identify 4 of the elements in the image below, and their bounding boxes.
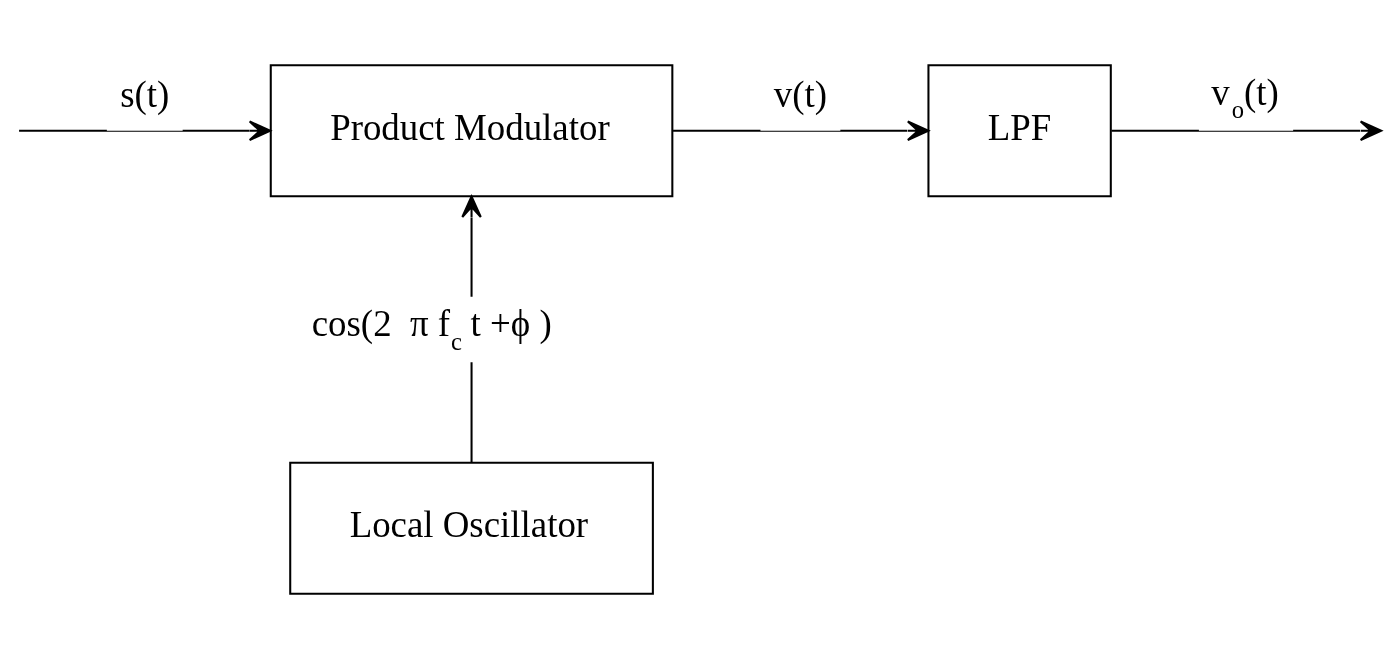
edge-label: v$_{o}$(t)	[1210, 71, 1279, 124]
edge-label: v(t)	[773, 73, 827, 115]
edge-label: cos(2 π f$_{c}$ t +ϕ )	[311, 303, 552, 355]
edge-label: s(t)	[119, 73, 169, 115]
